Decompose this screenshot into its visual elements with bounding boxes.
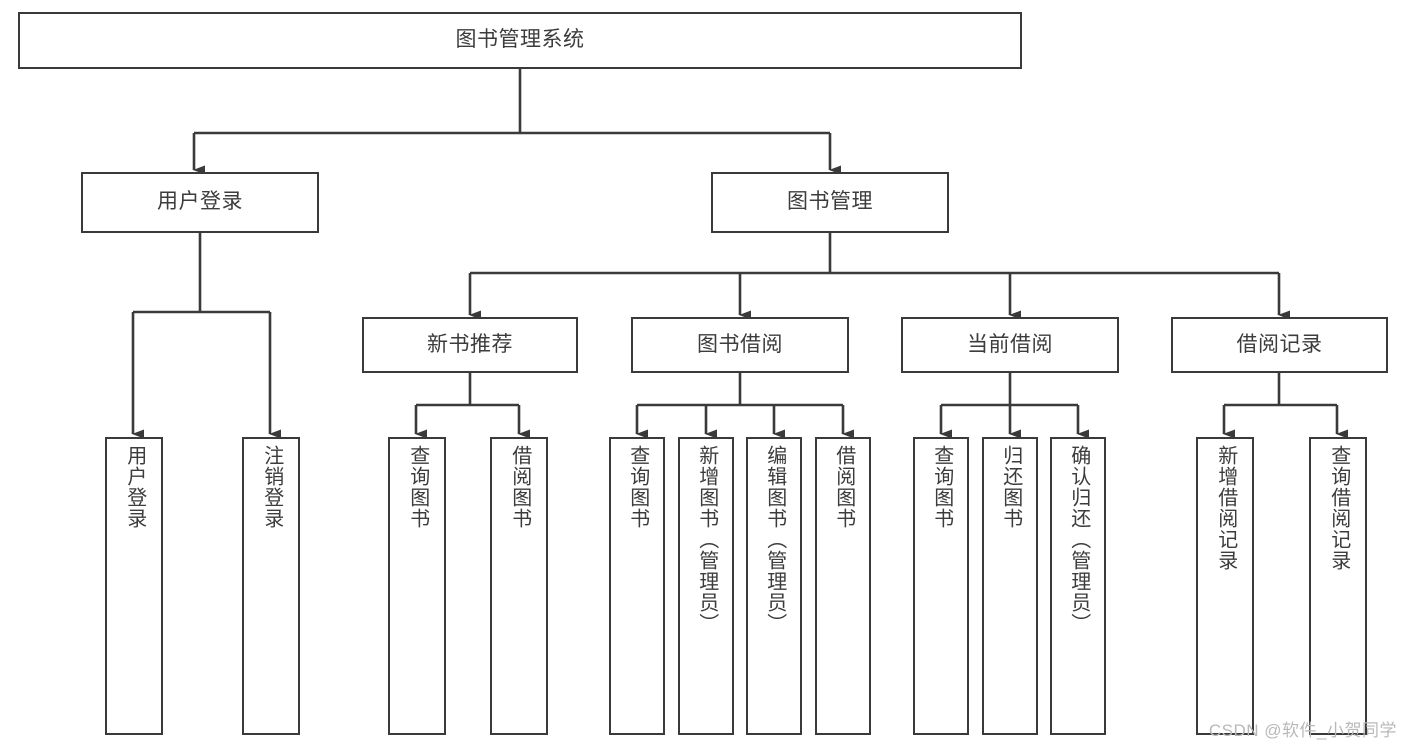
node-book-borrow[interactable]: 图书借阅 <box>631 317 849 373</box>
node-current-borrow[interactable]: 当前借阅 <box>901 317 1119 373</box>
leaf-logout-label: 注销登录 <box>260 445 283 529</box>
leaf-borrow-book-1[interactable]: 借阅图书 <box>490 437 548 735</box>
node-book-management[interactable]: 图书管理 <box>711 172 949 233</box>
leaf-query-book-3-label: 查询图书 <box>930 445 953 529</box>
leaf-borrow-book-2-label: 借阅图书 <box>832 445 855 529</box>
leaf-confirm-return-label: 确认归还（管理员） <box>1067 445 1090 634</box>
node-borrow-record[interactable]: 借阅记录 <box>1171 317 1388 373</box>
leaf-query-record[interactable]: 查询借阅记录 <box>1309 437 1367 735</box>
leaf-edit-book-label: 编辑图书（管理员） <box>763 445 786 634</box>
leaf-edit-book[interactable]: 编辑图书（管理员） <box>746 437 802 735</box>
leaf-confirm-return[interactable]: 确认归还（管理员） <box>1050 437 1106 735</box>
leaf-add-book[interactable]: 新增图书（管理员） <box>678 437 734 735</box>
leaf-query-book-2-label: 查询图书 <box>626 445 649 529</box>
leaf-return-book[interactable]: 归还图书 <box>982 437 1038 735</box>
node-new-book-recommend-label: 新书推荐 <box>427 332 513 356</box>
leaf-return-book-label: 归还图书 <box>999 445 1022 529</box>
node-book-management-label: 图书管理 <box>787 190 873 214</box>
leaf-borrow-book-2[interactable]: 借阅图书 <box>815 437 871 735</box>
leaf-user-login[interactable]: 用户登录 <box>105 437 163 735</box>
node-root[interactable]: 图书管理系统 <box>18 12 1022 69</box>
node-root-label: 图书管理系统 <box>455 28 585 52</box>
leaf-add-record-label: 新增借阅记录 <box>1214 445 1237 571</box>
leaf-query-book-3[interactable]: 查询图书 <box>913 437 969 735</box>
leaf-query-record-label: 查询借阅记录 <box>1327 445 1350 571</box>
leaf-query-book-1[interactable]: 查询图书 <box>388 437 446 735</box>
leaf-user-login-label: 用户登录 <box>123 445 146 529</box>
leaf-add-record[interactable]: 新增借阅记录 <box>1196 437 1254 735</box>
leaf-borrow-book-1-label: 借阅图书 <box>508 445 531 529</box>
node-borrow-record-label: 借阅记录 <box>1236 332 1323 356</box>
leaf-logout[interactable]: 注销登录 <box>242 437 300 735</box>
node-current-borrow-label: 当前借阅 <box>967 332 1053 356</box>
leaf-query-book-2[interactable]: 查询图书 <box>609 437 665 735</box>
node-new-book-recommend[interactable]: 新书推荐 <box>362 317 578 373</box>
leaf-add-book-label: 新增图书（管理员） <box>695 445 718 634</box>
node-user-login-label: 用户登录 <box>157 190 243 214</box>
leaf-query-book-1-label: 查询图书 <box>406 445 429 529</box>
csdn-watermark: CSDN @软件_小贺同学 <box>1208 721 1397 740</box>
node-book-borrow-label: 图书借阅 <box>697 332 783 356</box>
node-user-login[interactable]: 用户登录 <box>81 172 319 233</box>
